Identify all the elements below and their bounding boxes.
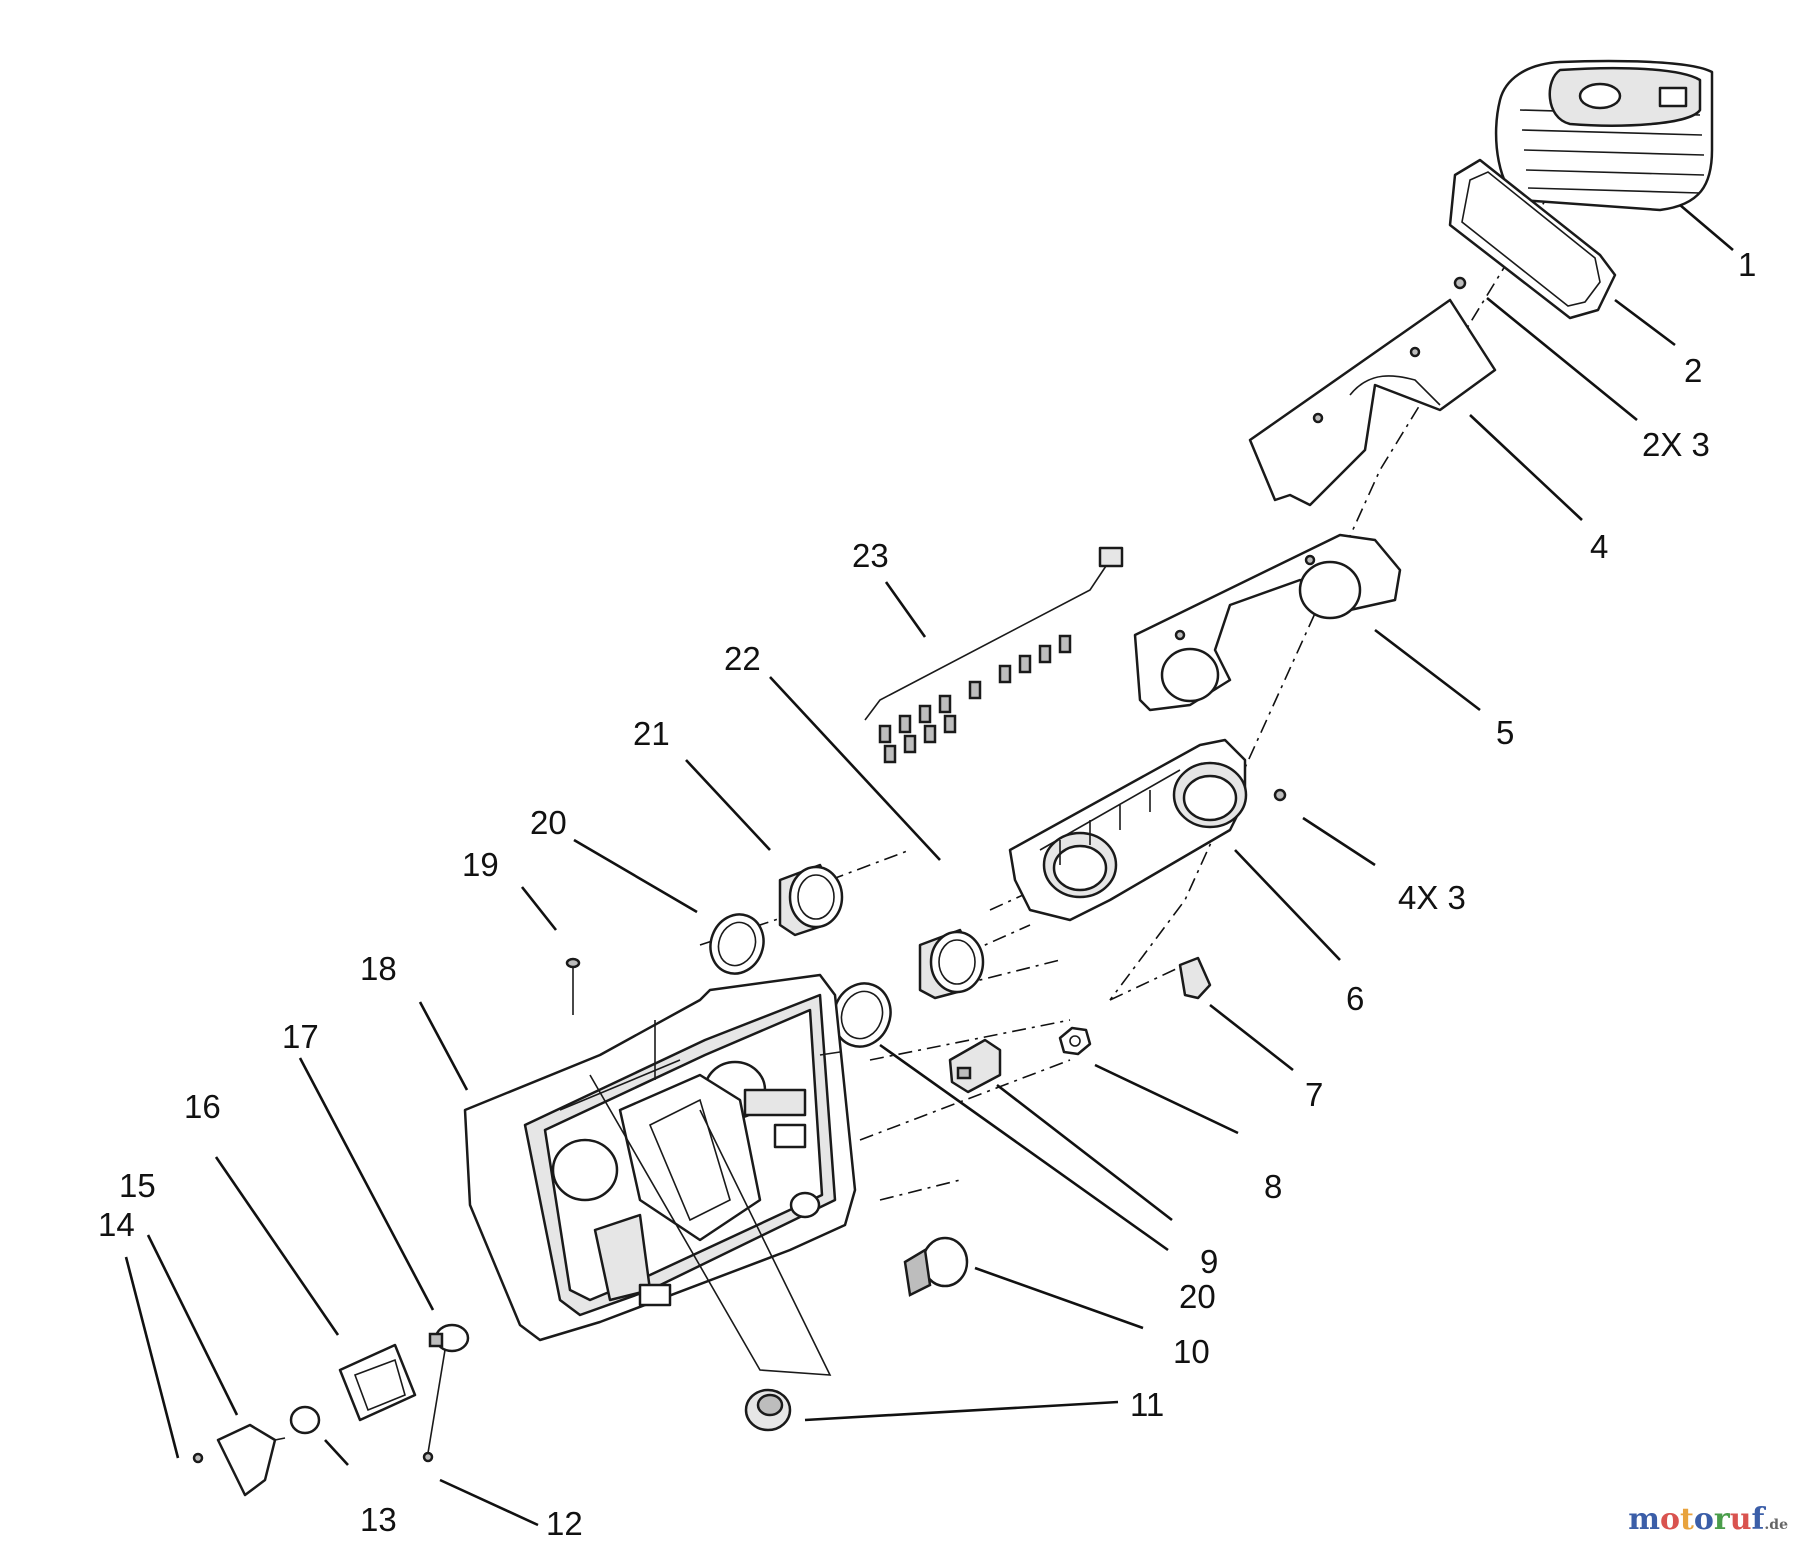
part-2-frame — [1448, 158, 1617, 320]
watermark-letter: u — [1729, 1502, 1752, 1537]
callout-2x3: 2X 3 — [1642, 426, 1710, 463]
part-1-cover — [1494, 59, 1714, 212]
callout-15: 15 — [119, 1167, 156, 1204]
callout-13: 13 — [360, 1501, 397, 1538]
part-18-dash-housing — [463, 973, 857, 1342]
callout-23: 23 — [852, 537, 889, 574]
watermark-suffix: .de — [1764, 1517, 1788, 1533]
callout-17: 17 — [282, 1018, 319, 1055]
callout-1: 1 — [1738, 246, 1756, 283]
part-21-gauge — [778, 863, 844, 937]
part-20-ring-right — [832, 982, 892, 1048]
watermark-letter: t — [1680, 1502, 1694, 1537]
callout-10: 10 — [1173, 1333, 1210, 1370]
part-11-bracket-line — [589, 1074, 832, 1376]
watermark-letter: f — [1751, 1502, 1765, 1537]
part-20-ring-left — [709, 913, 765, 975]
part-6-gauge-housing — [1008, 738, 1248, 922]
callout-6: 6 — [1346, 980, 1364, 1017]
watermark-letter: m — [1628, 1502, 1660, 1537]
leader-lines — [124, 204, 1734, 1527]
callout-7: 7 — [1305, 1076, 1323, 1113]
callout-4x3: 4X 3 — [1398, 879, 1466, 916]
watermark-letter: r — [1713, 1502, 1730, 1537]
callout-20-right: 20 — [1179, 1278, 1216, 1315]
part-14-screw — [192, 1452, 204, 1464]
part-5-decal-plate — [1133, 533, 1402, 712]
callout-12: 12 — [546, 1505, 583, 1542]
part-23-wire-harness — [864, 546, 1124, 764]
callout-22: 22 — [724, 640, 761, 677]
callout-18: 18 — [360, 950, 397, 987]
part-16-lamp-bracket — [338, 1343, 417, 1422]
part-13-bulb — [289, 1405, 321, 1435]
watermark-letter: o — [1660, 1502, 1681, 1537]
callout-labels: 1 2 2X 3 4 5 4X 3 6 7 8 9 20 10 11 12 13… — [98, 246, 1756, 1542]
part-15-socket-bracket — [216, 1423, 286, 1497]
callout-2: 2 — [1684, 352, 1702, 389]
part-4x3-screw — [1273, 788, 1287, 802]
callout-19: 19 — [462, 846, 499, 883]
watermark-logo: motoruf.de — [1628, 1502, 1788, 1537]
part-9-switch — [948, 1038, 1002, 1094]
part-4-overlay-panel — [1248, 298, 1497, 507]
part-17-bulb — [428, 1323, 470, 1353]
callout-5: 5 — [1496, 714, 1514, 751]
part-11-knob — [744, 1388, 792, 1432]
watermark-letter: o — [1693, 1502, 1714, 1537]
part-7-cap — [1178, 956, 1212, 1000]
callout-11: 11 — [1130, 1386, 1164, 1423]
callout-14: 14 — [98, 1206, 135, 1243]
part-19-screw — [565, 957, 581, 1015]
part-10-key-switch — [903, 1236, 969, 1297]
callout-20-left: 20 — [530, 804, 567, 841]
part-22-gauge — [918, 928, 985, 1000]
callout-9: 9 — [1200, 1243, 1218, 1280]
callout-8: 8 — [1264, 1168, 1282, 1205]
part-8-nut — [1058, 1026, 1092, 1056]
callout-21: 21 — [633, 715, 670, 752]
callout-4: 4 — [1590, 528, 1608, 565]
part-12-screw — [422, 1349, 446, 1463]
callout-16: 16 — [184, 1088, 221, 1125]
